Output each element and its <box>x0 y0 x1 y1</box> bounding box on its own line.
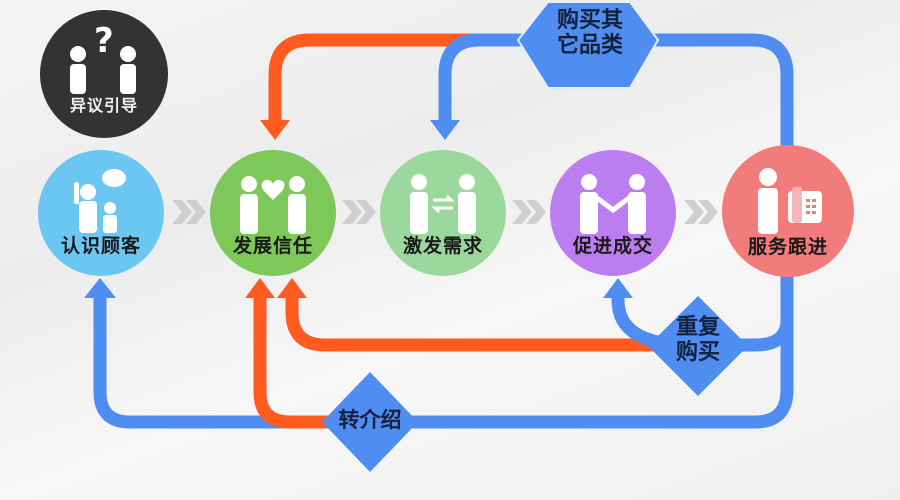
step-label: 服务跟进 <box>747 236 828 258</box>
other-categories-line2: 它品类 <box>556 33 623 59</box>
orange-referral-line <box>253 295 330 429</box>
step-label: 激发需求 <box>402 235 483 257</box>
arrow-up-icon <box>84 278 116 298</box>
other-categories-line1: 购买其 <box>556 8 623 33</box>
repeat-purchase-label: 重复 购买 <box>660 315 736 366</box>
person-telephone-icon <box>758 168 822 234</box>
diamond-referral <box>322 372 418 472</box>
blue-bottom-loop-line <box>93 270 794 429</box>
step-build-trust: 发展信任 <box>210 150 336 276</box>
referral-label: 转介绍 <box>338 408 402 432</box>
person-speech-child-icon <box>74 169 126 233</box>
step-label: 认识顾客 <box>60 235 141 257</box>
step-label: 促进成交 <box>572 235 653 257</box>
arrow-up-icon <box>277 278 307 298</box>
orange-repeat-line <box>285 295 660 352</box>
step-know-customer: 认识顾客 <box>38 150 164 276</box>
other-categories-label: 购买其 它品类 <box>540 8 640 59</box>
diamond-repeat-purchase <box>648 296 748 396</box>
step-service-followup: 服务跟进 <box>722 145 854 277</box>
svg-text:?: ? <box>94 24 114 61</box>
repeat-purchase-line1: 重复 <box>675 315 720 340</box>
objection-guidance-node: ? 异议引导 <box>40 10 168 138</box>
step-close-deal: 促进成交 <box>550 150 676 276</box>
step-label: 发展信任 <box>232 235 313 257</box>
objection-label: 异议引导 <box>69 96 138 115</box>
two-people-question-icon: ? <box>70 24 136 94</box>
two-people-exchange-icon <box>410 174 476 234</box>
two-people-heart-icon <box>240 176 306 234</box>
arrow-down-icon <box>260 120 290 140</box>
arrow-up-icon <box>245 278 275 298</box>
diamond-other-categories <box>516 0 660 89</box>
handshake-icon <box>580 174 646 234</box>
step-stimulate-demand: 激发需求 <box>380 150 506 276</box>
repeat-purchase-line2: 购买 <box>675 340 720 366</box>
chevron-icons <box>172 200 718 224</box>
arrow-up-icon <box>603 278 633 298</box>
orange-top-loop-line <box>268 33 520 122</box>
arrow-down-icon <box>430 120 460 140</box>
